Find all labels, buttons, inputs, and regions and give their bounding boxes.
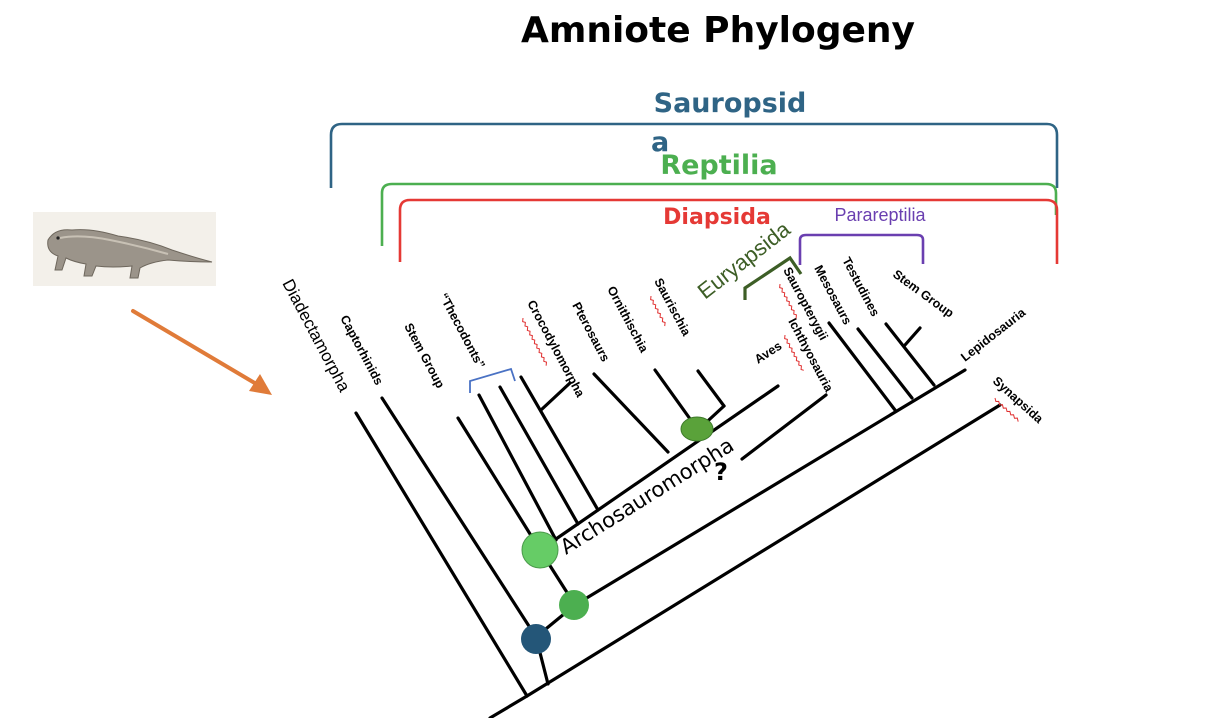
amniota-node [521,624,551,654]
euryapsida-bracket [743,255,803,300]
taxon-stem-group-2: Stem Group [890,267,956,321]
sauropsida-label-wrap: a [651,127,669,158]
tree-branches [354,321,1002,718]
taxon-aves: Aves [752,339,784,367]
reptilia-bracket [380,182,1058,246]
reptilia-label: Reptilia [660,150,777,181]
dinosauria-node [680,416,714,442]
taxon-lepidosauria: Lepidosauria [958,305,1029,365]
taxon-stem-group: Stem Group [401,321,447,391]
thecodonts-bracket [469,367,516,393]
taxon-thecodonts: “Thecodonts” [436,291,487,371]
taxon-diadectamorpha: Diadectamorpha [278,276,354,396]
sauropsida-label: Sauropsid [654,88,807,119]
taxon-pterosaurs: Pterosaurs [569,300,612,364]
taxon-synapsida: Synapsida [990,374,1047,427]
diadectes-illustration [33,212,216,286]
archosauromorpha-label: Archosauromorpha [556,433,738,559]
sauropsida-node [559,590,589,620]
diapsida-bracket [398,198,1059,264]
archosauromorpha-node [521,531,559,569]
taxon-saurischia: Saurischia [651,276,694,339]
taxon-ornithischia: Ornithischia [604,284,651,356]
uncertain-placement-label: ? [714,458,728,486]
parareptilia-bracket [798,233,925,265]
diagram-title: Amniote Phylogeny [521,10,915,51]
spellcheck-underlines [522,283,1019,422]
parareptilia-label: Parareptilia [834,205,926,225]
sauropsida-bracket [329,122,1059,188]
diapsida-label: Diapsida [663,205,771,230]
arrow-icon [131,309,272,395]
